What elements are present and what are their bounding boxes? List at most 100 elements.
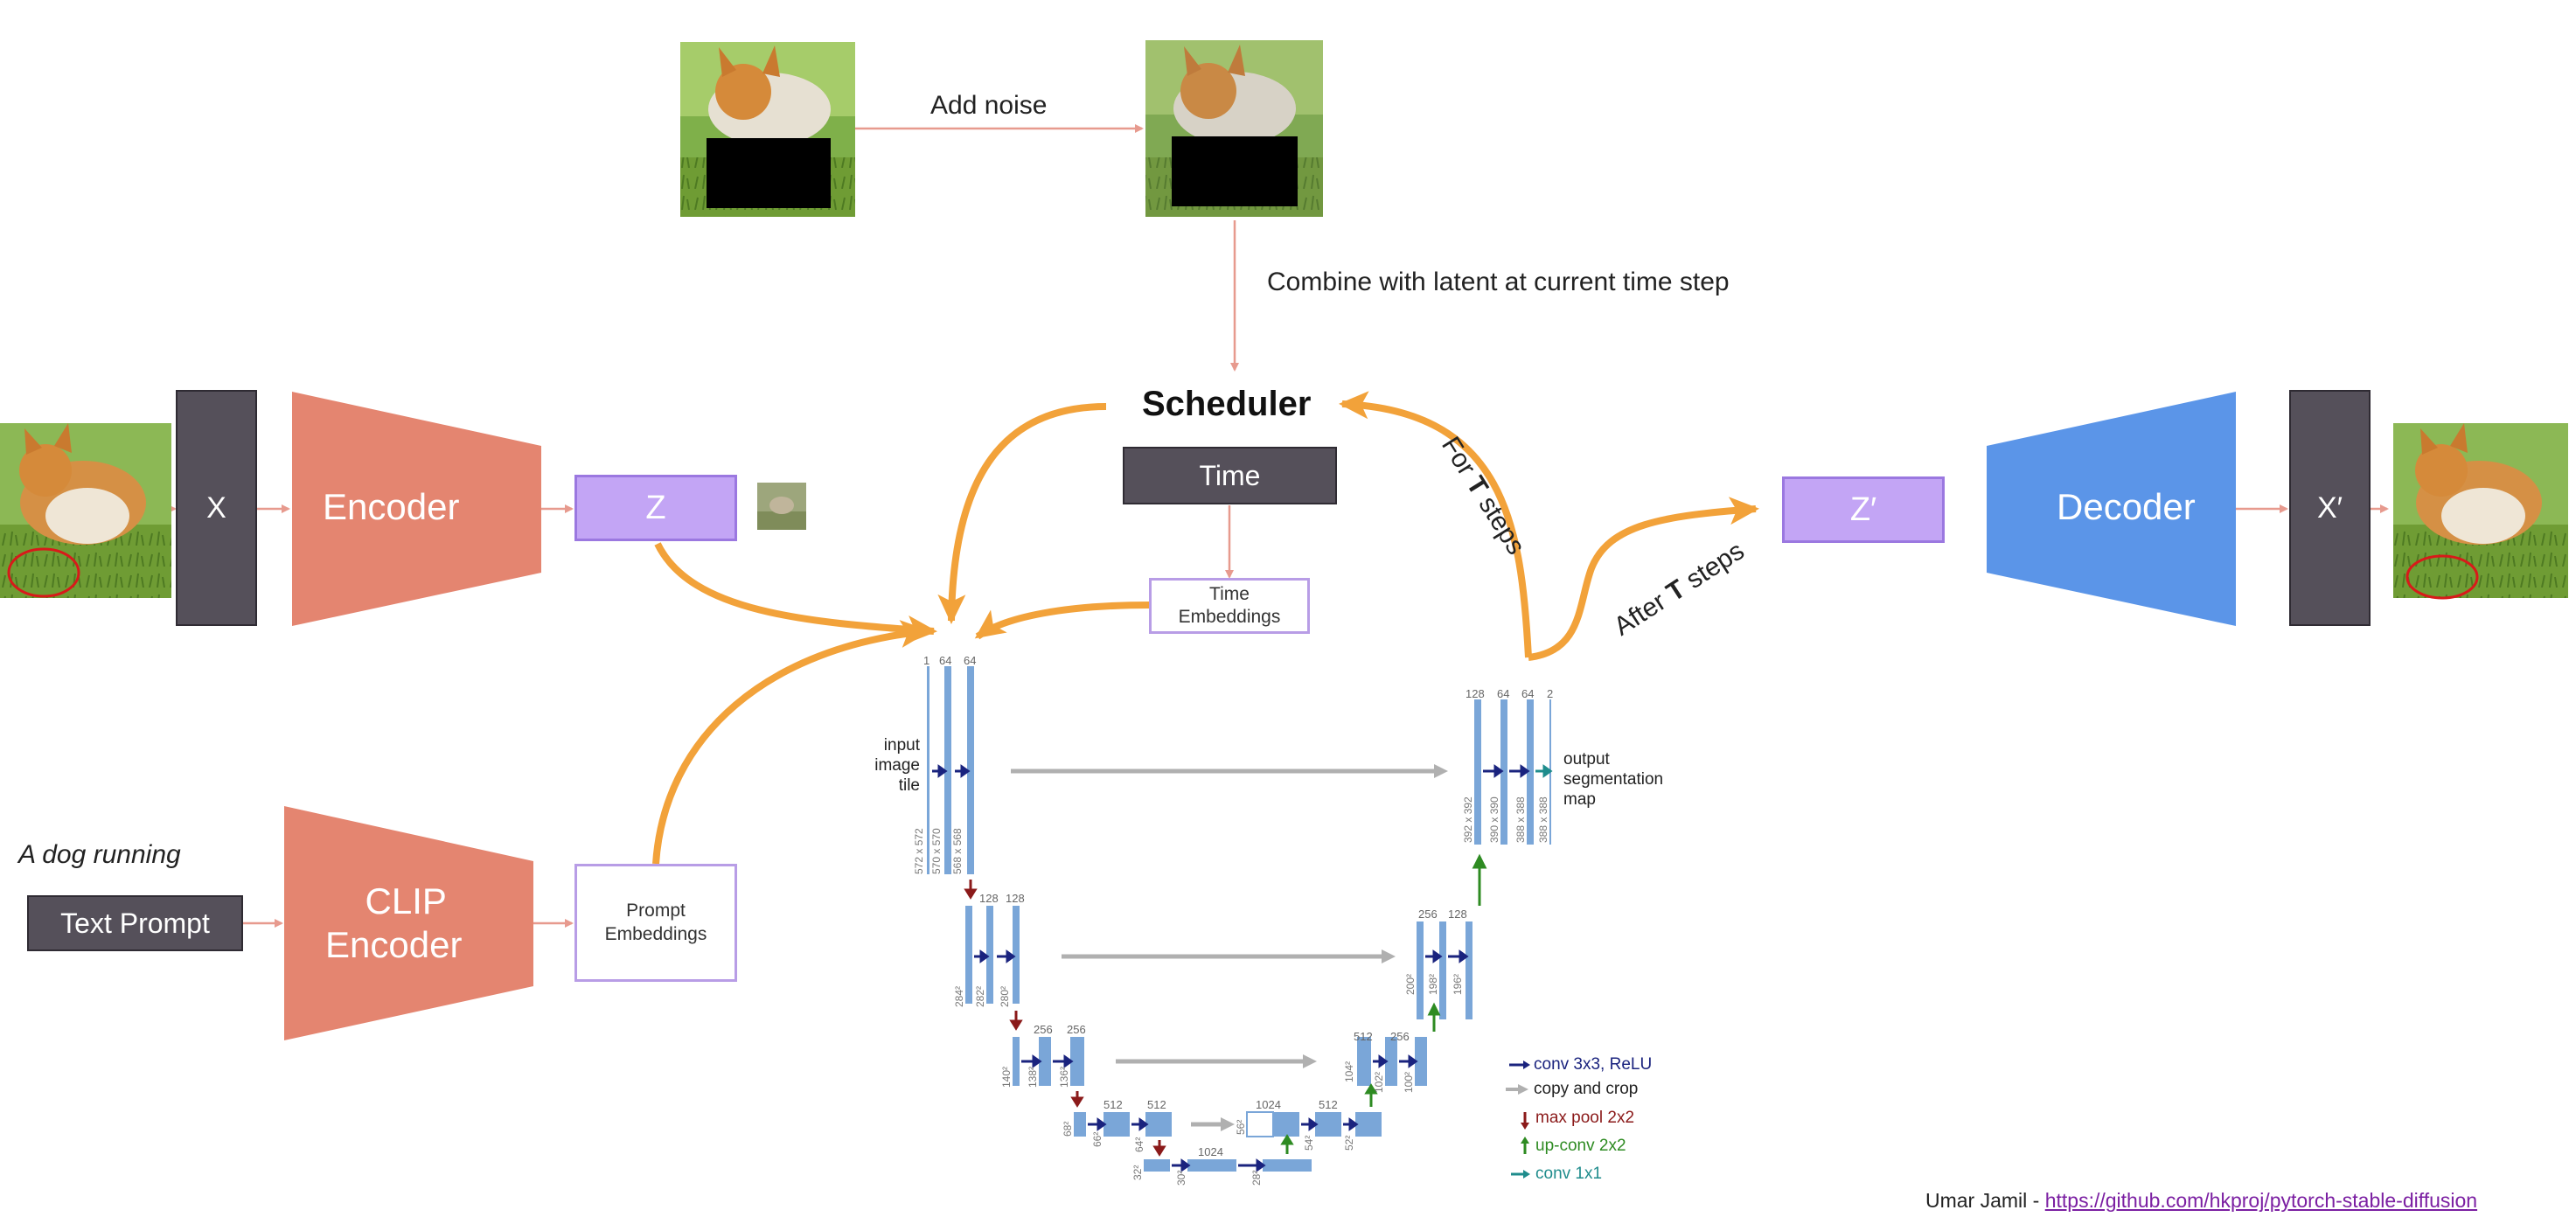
text-prompt-box: Text Prompt [27,895,243,951]
input-l2: image [874,755,920,775]
time-emb-to-unet-arrow [974,602,1152,640]
text-prompt-label: Text Prompt [60,907,210,939]
dim-54: 54² [1303,1135,1315,1151]
output-l3: map [1563,789,1596,809]
unet-input-label: input image tile [871,736,920,796]
ch-256a: 256 [1034,1023,1053,1036]
ch-128d: 128 [1466,687,1485,700]
z-prime-label: Z′ [1849,490,1877,528]
x-prime-box: X′ [2289,390,2371,626]
dim-196: 196² [1452,973,1464,995]
dim-198: 198² [1427,973,1439,995]
ch-512a: 512 [1104,1098,1123,1111]
clip-encoder-label: CLIP Encoder [325,880,462,968]
scheduler-label: Scheduler [1142,385,1312,423]
credit-link[interactable]: https://github.com/hkproj/pytorch-stable… [2044,1189,2478,1212]
caption-label: A dog running [18,840,181,869]
legend-conv: conv 3x3, ReLU [1534,1055,1653,1074]
dim-568: 568 x 568 [951,828,964,874]
input-l3: tile [898,775,920,795]
time-box: Time [1123,447,1337,504]
dim-284: 284² [953,985,965,1007]
dim-138: 138² [1027,1066,1039,1088]
unet-output-label: output segmentation map [1563,750,1663,810]
output-dog-photo [2393,423,2568,600]
combine-label: Combine with latent at current time step [1267,268,1730,296]
dim-68: 68² [1062,1121,1074,1137]
legend-upconv: up-conv 2x2 [1535,1137,1626,1155]
ch-128c: 128 [1448,908,1467,921]
dim-136: 136² [1058,1066,1070,1088]
ch-512c: 512 [1319,1098,1338,1111]
x-box: X [176,390,257,626]
ch-256b: 256 [1067,1023,1086,1036]
z-to-unet-arrow [654,542,937,643]
dim-56: 56² [1235,1119,1247,1135]
dim-30: 30² [1175,1170,1187,1186]
legend-icons [1506,1061,1530,1179]
dim-572: 572 x 572 [913,828,925,874]
ch-256d: 256 [1418,908,1438,921]
dim-66: 66² [1091,1131,1104,1147]
ch-2: 2 [1547,687,1554,700]
ch-64c: 64 [1497,687,1510,700]
credit: Umar Jamil - https://github.com/hkproj/p… [1925,1189,2477,1213]
clip-line1: CLIP [365,880,447,921]
ch-512b: 512 [1147,1098,1166,1111]
encoder-shape [292,392,541,626]
prompt-emb-to-unet-arrow [652,620,930,865]
dim-32: 32² [1131,1165,1144,1180]
credit-author: Umar Jamil - [1925,1189,2045,1212]
time-emb-line1: Time [1209,583,1250,604]
time-embeddings-box: Time Embeddings [1149,578,1310,634]
legend-pool: max pool 2x2 [1535,1109,1635,1127]
ch-1: 1 [923,654,930,667]
clip-line2: Encoder [325,924,463,966]
add-noise-label: Add noise [930,91,1048,120]
x-label: X [206,490,226,525]
dim-200: 200² [1404,973,1417,995]
ch-256c: 256 [1390,1030,1410,1043]
time-emb-line2: Embeddings [1178,607,1281,627]
prompt-emb-line1: Prompt [626,901,686,921]
z-label: Z [645,489,666,526]
dim-388a: 388 x 388 [1514,796,1527,843]
dim-388b: 388 x 388 [1537,796,1549,843]
dim-570: 570 x 570 [930,828,943,874]
after-steps-arrow [1528,497,1759,661]
decoder-label: Decoder [2057,486,2196,527]
output-l1: output [1563,750,1610,768]
ch-128b: 128 [1006,892,1025,905]
dim-100: 100² [1403,1071,1415,1093]
dim-104: 104² [1343,1061,1355,1082]
scheduler-to-unet-arrow [937,403,1107,624]
ch-1024b: 1024 [1198,1145,1223,1158]
dim-28: 28² [1250,1170,1263,1186]
input-l1: input [883,736,920,755]
dim-52: 52² [1343,1135,1355,1151]
dim-102: 102² [1373,1071,1385,1093]
prompt-embeddings-box: Prompt Embeddings [574,864,737,982]
clip-encoder-shape [284,806,533,1040]
z-box: Z [574,475,737,541]
dim-64: 64² [1133,1137,1145,1152]
loop-back-arrow [1339,391,1532,658]
ch-64a: 64 [939,654,952,667]
ch-64d: 64 [1521,687,1535,700]
time-label: Time [1199,459,1261,491]
clean-dog-image [680,42,855,217]
dim-390: 390 x 390 [1488,796,1500,843]
dim-280: 280² [999,985,1011,1007]
legend-conv1x1: conv 1x1 [1535,1165,1603,1183]
input-dog-photo [0,423,171,598]
dim-392: 392 x 392 [1462,796,1474,843]
z-prime-box: Z′ [1782,476,1945,543]
dim-140: 140² [1000,1066,1013,1088]
decoder-shape [1987,392,2236,626]
output-l2: segmentation [1563,769,1664,789]
ch-128a: 128 [979,892,999,905]
x-prime-label: X′ [2316,490,2343,525]
latent-thumbnail [757,483,806,530]
